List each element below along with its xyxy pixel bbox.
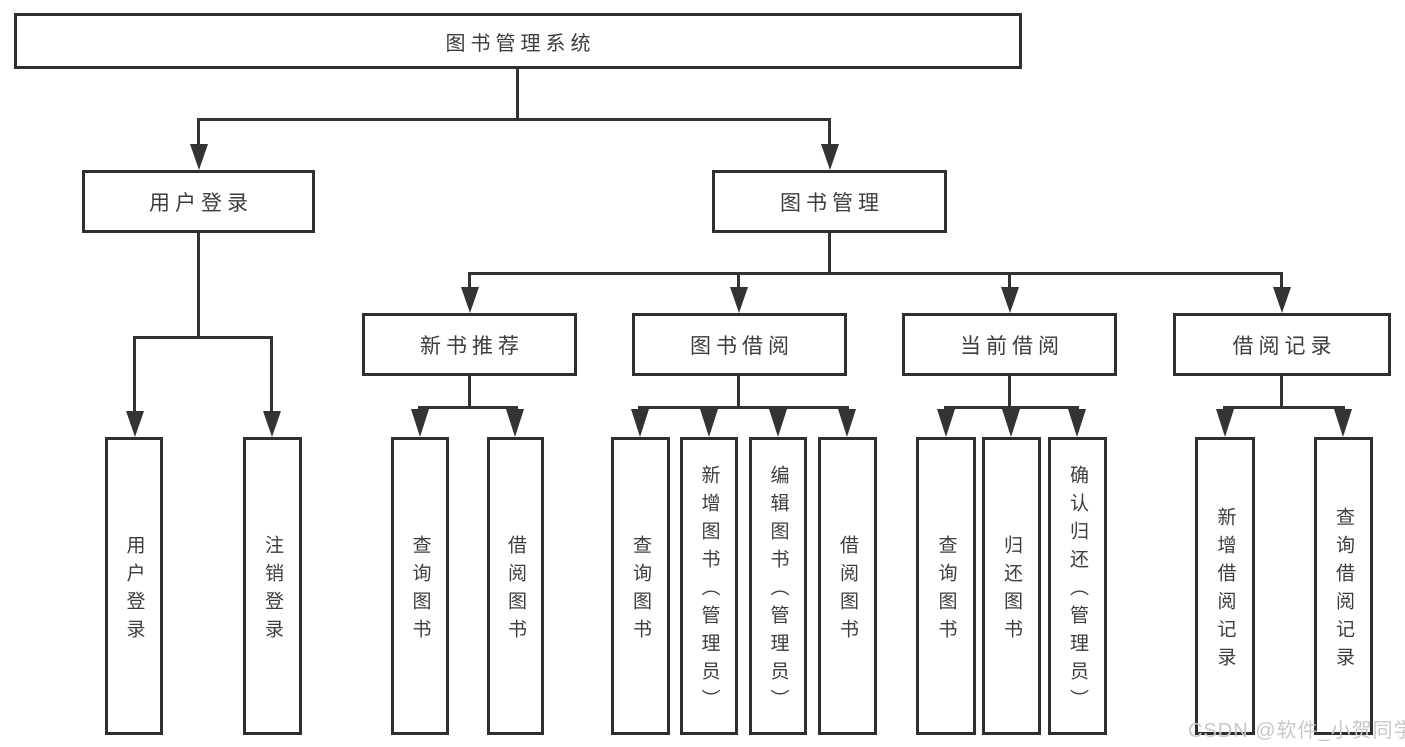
node-label: 查询图书 — [630, 534, 651, 647]
connector-line — [468, 272, 1282, 275]
node-label: 查询图书 — [935, 534, 957, 647]
node-label: 用户登录 — [123, 534, 145, 647]
node-borrow-records: 借阅记录 — [1173, 313, 1391, 376]
connector-line — [516, 69, 519, 120]
arrowhead-down-icon — [1068, 409, 1086, 437]
connector-line — [1008, 272, 1011, 289]
connector-line — [197, 118, 200, 146]
leaf-query-books-borrow: 查询图书 — [611, 437, 670, 735]
node-label: 查询图书 — [409, 534, 431, 647]
arrowhead-down-icon — [506, 409, 524, 437]
connector-line — [270, 336, 273, 412]
connector-line — [1008, 376, 1011, 409]
connector-line — [197, 118, 831, 121]
arrowhead-down-icon — [631, 409, 649, 437]
arrowhead-down-icon — [411, 409, 429, 437]
connector-line — [418, 406, 518, 409]
node-label: 用户登录 — [149, 191, 253, 215]
leaf-borrow-books: 借阅图书 — [818, 437, 877, 735]
connector-line — [737, 272, 740, 289]
node-label: 编辑图书（管理员） — [767, 464, 789, 717]
arrowhead-down-icon — [769, 409, 787, 437]
arrowhead-down-icon — [1002, 409, 1020, 437]
leaf-query-books-current: 查询图书 — [916, 437, 976, 735]
connector-line — [944, 406, 1079, 409]
node-book-management: 图书管理 — [712, 170, 947, 233]
connector-line — [737, 376, 740, 409]
arrowhead-down-icon — [838, 409, 856, 437]
node-root: 图书管理系统 — [14, 13, 1022, 69]
node-user-login: 用户登录 — [82, 170, 315, 233]
node-label: 借阅记录 — [1232, 334, 1337, 358]
leaf-logout: 注销登录 — [243, 437, 302, 735]
node-label: 借阅图书 — [837, 534, 858, 647]
connector-line — [828, 118, 831, 146]
connector-line — [468, 376, 471, 409]
leaf-add-books-admin: 新增图书（管理员） — [680, 437, 738, 735]
node-label: 借阅图书 — [505, 534, 526, 647]
watermark: CSDN @软件_小贺同学 — [1188, 720, 1405, 742]
leaf-query-borrow-record: 查询借阅记录 — [1314, 437, 1373, 735]
arrowhead-down-icon — [126, 411, 144, 437]
node-label: 注销登录 — [262, 534, 283, 647]
leaf-return-books: 归还图书 — [982, 437, 1041, 735]
node-label: 图书借阅 — [690, 334, 794, 358]
node-label: 新增借阅记录 — [1214, 506, 1236, 675]
arrowhead-down-icon — [461, 287, 479, 313]
connector-line — [133, 336, 273, 339]
connector-line — [197, 233, 200, 339]
node-label: 新书推荐 — [420, 334, 524, 358]
node-label: 图书管理系统 — [445, 32, 596, 55]
leaf-user-login: 用户登录 — [105, 437, 163, 735]
node-label: 查询借阅记录 — [1333, 506, 1354, 675]
node-label: 图书管理 — [780, 191, 884, 215]
connector-line — [1223, 406, 1345, 409]
node-label: 新增图书（管理员） — [698, 464, 720, 717]
arrowhead-down-icon — [1001, 287, 1019, 313]
node-current-borrow: 当前借阅 — [902, 313, 1117, 376]
leaf-add-borrow-record: 新增借阅记录 — [1195, 437, 1255, 735]
node-label: 归还图书 — [1001, 534, 1022, 647]
connector-line — [468, 272, 471, 289]
node-new-book-recommend: 新书推荐 — [362, 313, 577, 376]
connector-line — [828, 233, 831, 275]
connector-line — [133, 336, 136, 412]
leaf-edit-books-admin: 编辑图书（管理员） — [749, 437, 807, 735]
node-label: 当前借阅 — [960, 334, 1064, 358]
node-book-borrow: 图书借阅 — [632, 313, 847, 376]
arrowhead-down-icon — [263, 411, 281, 437]
arrowhead-down-icon — [700, 409, 718, 437]
arrowhead-down-icon — [821, 144, 839, 170]
arrowhead-down-icon — [190, 144, 208, 170]
arrowhead-down-icon — [1334, 409, 1352, 437]
arrowhead-down-icon — [937, 409, 955, 437]
node-label: 确认归还（管理员） — [1067, 464, 1088, 717]
arrowhead-down-icon — [730, 287, 748, 313]
connector-line — [1280, 376, 1283, 409]
leaf-confirm-return-admin: 确认归还（管理员） — [1048, 437, 1107, 735]
arrowhead-down-icon — [1216, 409, 1234, 437]
arrowhead-down-icon — [1273, 287, 1291, 313]
leaf-query-books-recommend: 查询图书 — [391, 437, 449, 735]
connector-line — [1280, 272, 1283, 289]
leaf-borrow-books-recommend: 借阅图书 — [487, 437, 544, 735]
connector-line — [638, 406, 849, 409]
